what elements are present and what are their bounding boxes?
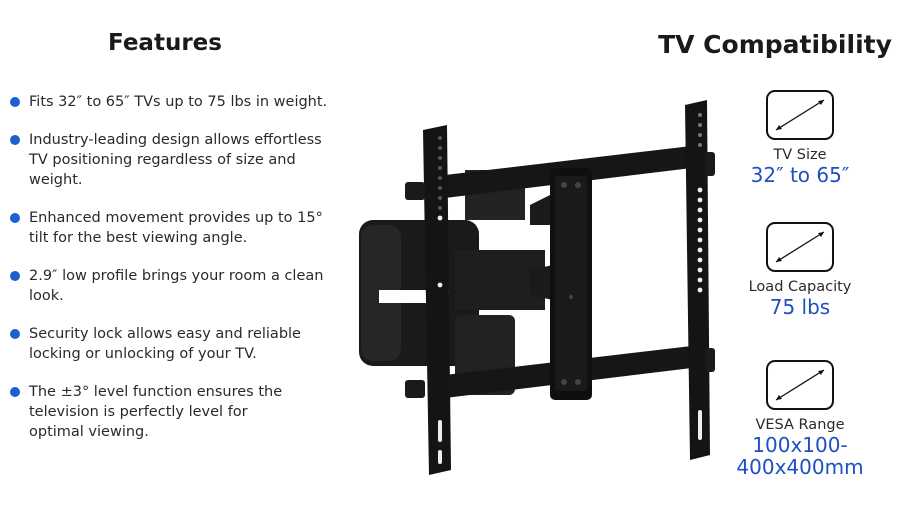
feature-item: Industry-leading design allows effortles…	[10, 130, 329, 190]
feature-item: Enhanced movement provides up to 15° til…	[10, 208, 339, 248]
spec-value-line2: 400x400mm	[736, 455, 864, 479]
feature-item: 2.9″ low profile brings your room a clea…	[10, 266, 349, 306]
feature-text: Security lock allows easy and reliable l…	[29, 326, 301, 362]
spec-label: TV Size	[773, 147, 827, 163]
diagonal-size-icon	[766, 360, 834, 410]
spec-tv-size: TV Size 32″ to 65″	[730, 90, 870, 186]
spec-value: 32″ to 65″	[750, 163, 850, 187]
feature-text: The ±3° level function ensures the telev…	[29, 384, 283, 440]
feature-text: 2.9″ low profile brings your room a clea…	[29, 268, 324, 304]
features-list: Fits 32″ to 65″ TVs up to 75 lbs in weig…	[10, 92, 340, 460]
spec-value-line1: 100x100-	[752, 433, 848, 457]
spec-value: 75 lbs	[769, 295, 831, 319]
spec-label: Load Capacity	[748, 279, 852, 295]
spec-vesa-range: VESA Range 100x100- 400x400mm	[730, 360, 870, 478]
bullet-icon	[10, 213, 20, 223]
feature-item: Fits 32″ to 65″ TVs up to 75 lbs in weig…	[10, 92, 359, 112]
feature-text: Fits 32″ to 65″ TVs up to 75 lbs in weig…	[29, 94, 328, 110]
feature-item: Security lock allows easy and reliable l…	[10, 324, 329, 364]
diagonal-size-icon	[766, 222, 834, 272]
product-image-tv-wall-mount	[355, 90, 730, 490]
bullet-icon	[10, 97, 20, 107]
bullet-icon	[10, 387, 20, 397]
spec-load-capacity: Load Capacity 75 lbs	[730, 222, 870, 318]
bullet-icon	[10, 271, 20, 281]
feature-text: Industry-leading design allows effortles…	[29, 132, 322, 188]
bullet-icon	[10, 135, 20, 145]
features-title: Features	[108, 30, 222, 56]
feature-text: Enhanced movement provides up to 15° til…	[29, 210, 323, 246]
diagonal-size-icon	[766, 90, 834, 140]
bullet-icon	[10, 329, 20, 339]
tv-compatibility-title: TV Compatibility	[658, 30, 892, 59]
spec-label: VESA Range	[755, 417, 845, 433]
feature-item: The ±3° level function ensures the telev…	[10, 382, 299, 442]
